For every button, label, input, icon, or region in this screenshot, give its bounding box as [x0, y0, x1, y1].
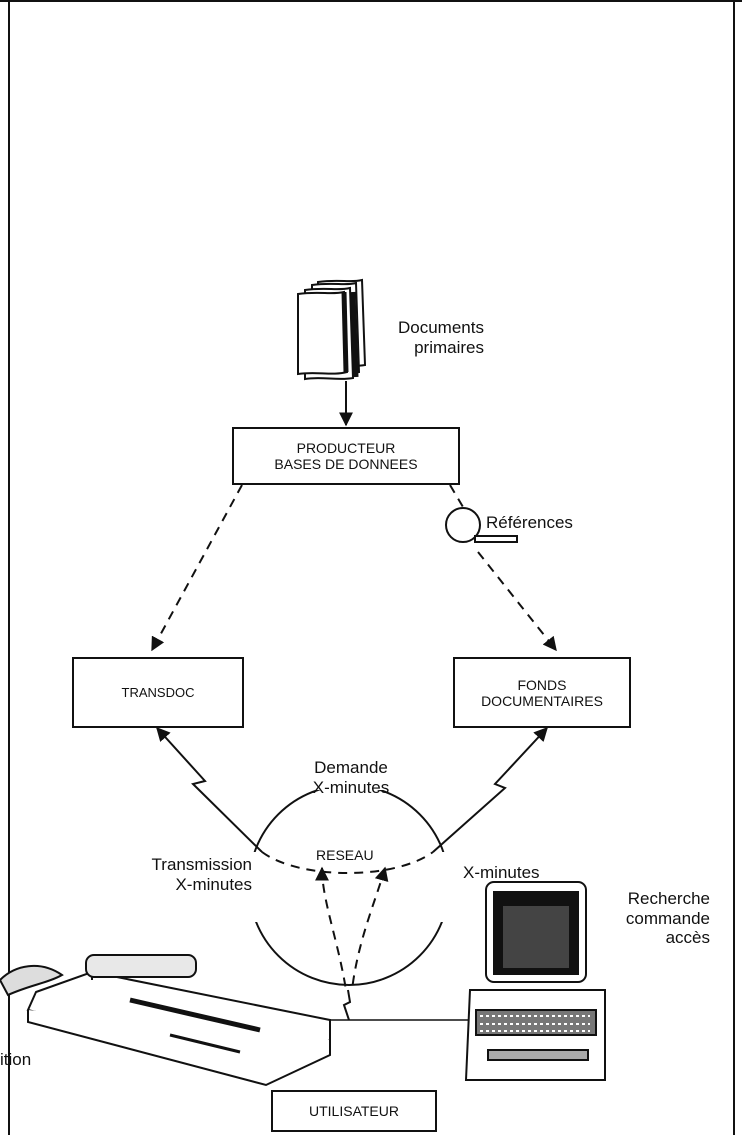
reseau-inner-arc — [261, 851, 434, 874]
fonds-label: FONDS DOCUMENTAIRES — [481, 676, 603, 709]
reseau-circle — [248, 784, 450, 986]
references-label: Références — [486, 513, 573, 532]
recherche-label: Recherche commande accès — [625, 889, 710, 948]
magnifier-icon — [445, 507, 518, 543]
producteur-to-transdoc-dashed — [151, 484, 243, 652]
terminal-icon — [464, 881, 606, 1081]
edition-label: ition — [0, 1050, 32, 1069]
producteur-to-references-dashed — [449, 484, 464, 508]
utilisateur-box: UTILISATEUR — [271, 1090, 437, 1132]
x-minutes-label: X-minutes — [463, 863, 540, 882]
reseau-down-zigzag — [342, 989, 352, 1021]
transdoc-label: TRANSDOC — [121, 685, 195, 700]
producteur-box: PRODUCTEUR BASES DE DONNEES — [232, 427, 460, 485]
transmission-label: Transmission X-minutes — [151, 855, 252, 894]
reseau-left-branch — [315, 866, 347, 991]
fonds-box: FONDS DOCUMENTAIRES — [453, 657, 631, 728]
fonds-zigzag-link — [432, 726, 548, 853]
references-to-fonds-dashed — [477, 551, 557, 652]
utilisateur-label: UTILISATEUR — [309, 1103, 399, 1119]
documents-label: Documents primaires — [398, 318, 484, 357]
documents-icon — [297, 278, 367, 381]
transdoc-zigzag-link — [156, 726, 263, 853]
transdoc-box: TRANSDOC — [72, 657, 244, 728]
demande-label: Demande X-minutes — [312, 758, 390, 797]
printer-icon — [0, 954, 331, 1087]
reseau-right-branch — [351, 866, 389, 991]
reseau-label: RESEAU — [316, 847, 374, 863]
producteur-label: PRODUCTEUR BASES DE DONNEES — [274, 440, 418, 472]
